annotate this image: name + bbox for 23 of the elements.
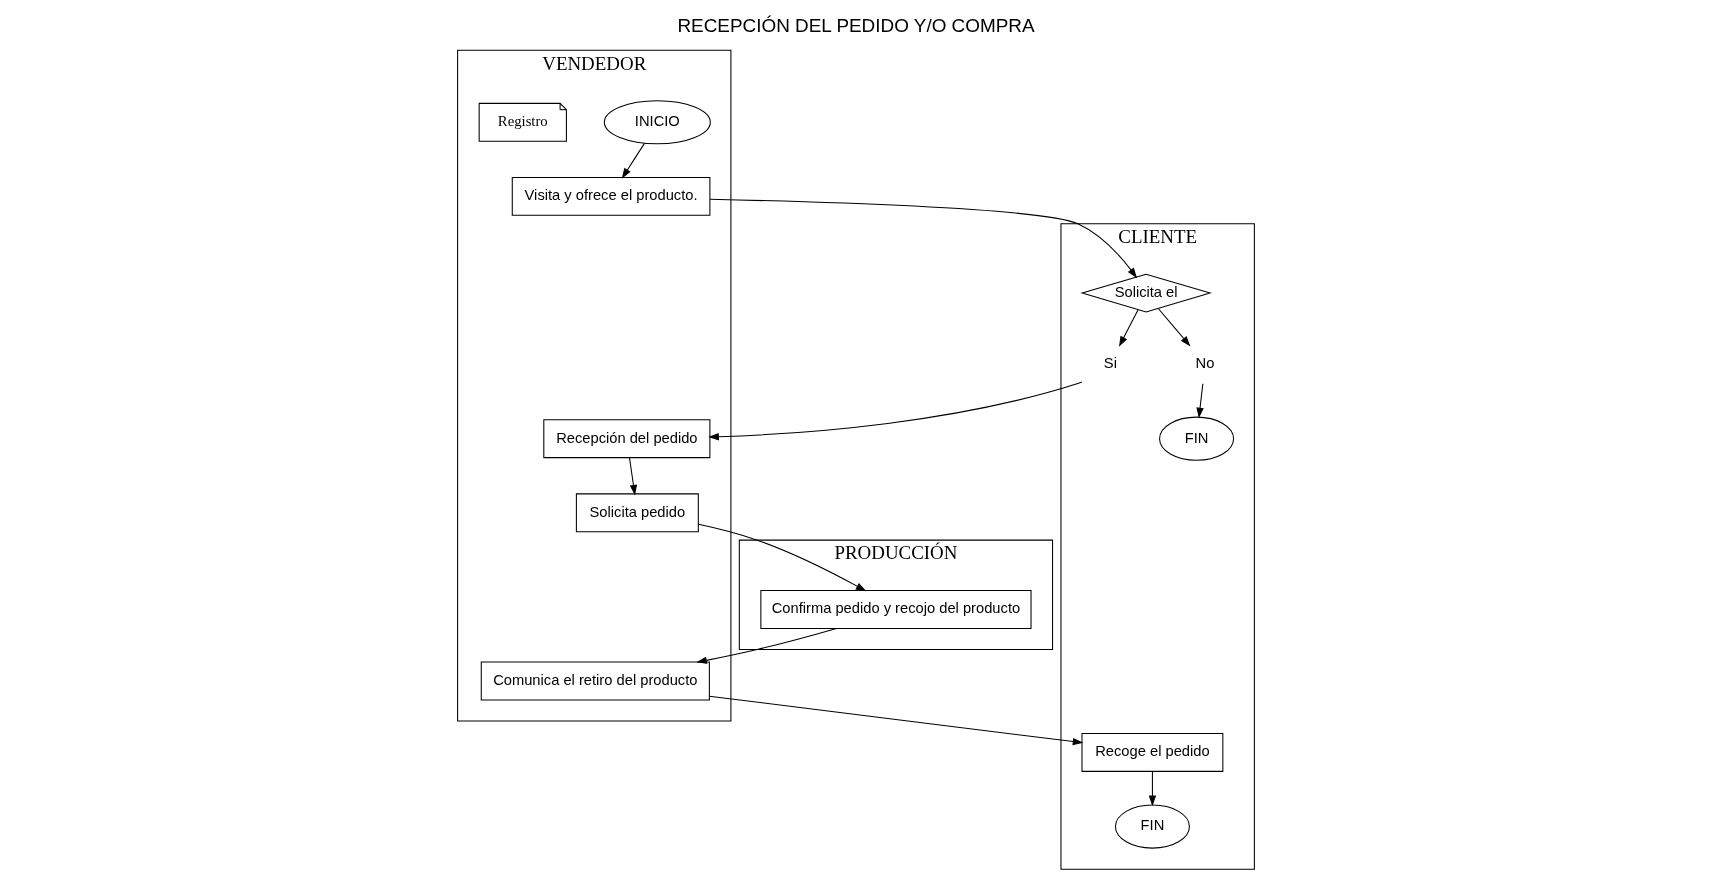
arrow: [1118, 309, 1139, 347]
node-box: Visita y ofrece el producto.: [511, 176, 710, 216]
arrow: [1157, 308, 1190, 347]
node-box: Recepción del pedido: [542, 419, 710, 459]
diagram-title: RECEPCIÓN DEL PEDIDO Y/O COMPRA: [676, 14, 1035, 36]
node-box: Solicita pedido: [575, 493, 699, 533]
node-box: Confirma pedido y recojo del producto: [759, 590, 1032, 629]
node-ellipse: INICIO: [603, 100, 711, 145]
arrow: [707, 381, 1082, 441]
node-text: Si: [1103, 355, 1117, 372]
arrow: [621, 142, 645, 179]
arrow: [697, 523, 866, 592]
node-box: Recoge el pedido: [1080, 733, 1223, 772]
node-ellipse: FIN: [1158, 416, 1234, 461]
node-diamond: Solicita el: [1079, 273, 1212, 313]
arrow: [628, 457, 637, 496]
node-ellipse: FIN: [1114, 804, 1190, 849]
arrow: [1148, 771, 1156, 807]
node-box: Comunica el retiro del producto: [480, 661, 710, 701]
arrow: [709, 198, 1137, 279]
arrow: [1195, 383, 1204, 419]
node-text: No: [1195, 355, 1214, 372]
arrow: [708, 695, 1083, 746]
